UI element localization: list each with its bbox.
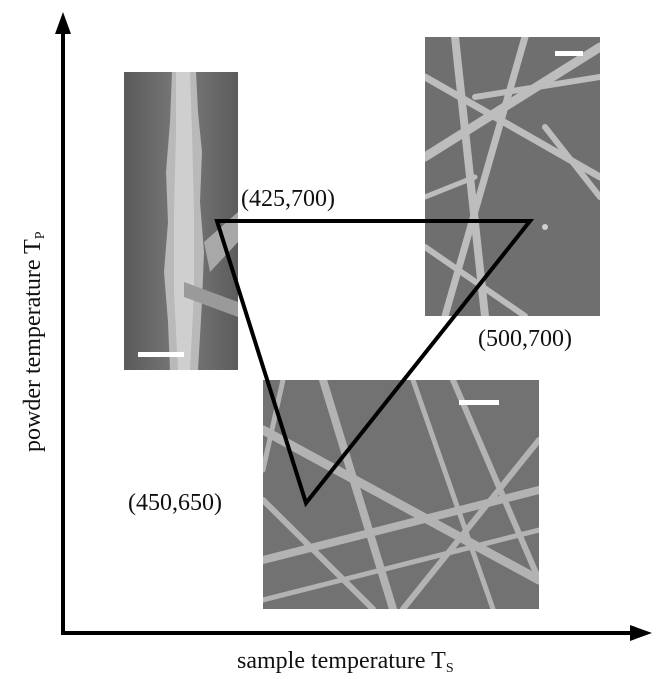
scale-bar-left xyxy=(138,352,184,357)
y-axis-label: powder temperature TP xyxy=(20,231,49,452)
sem-image-thin-nanowires xyxy=(263,380,539,609)
y-axis-label-text: powder temperature T xyxy=(20,239,46,452)
x-axis-label-text: sample temperature T xyxy=(237,648,446,674)
scale-bar-bottom xyxy=(459,400,499,405)
x-axis-label-subscript: S xyxy=(445,661,454,676)
x-axis-label: sample temperature TS xyxy=(237,648,454,677)
point-label-500-700: (500,700) xyxy=(478,326,572,352)
x-axis-arrowhead xyxy=(630,625,652,641)
point-label-450-650: (450,650) xyxy=(128,490,222,516)
sem-image-nanowire-network xyxy=(425,37,600,316)
y-axis-arrowhead xyxy=(55,12,71,34)
scale-bar-right xyxy=(555,51,583,56)
y-axis-label-subscript: P xyxy=(33,231,48,240)
point-label-425-700: (425,700) xyxy=(241,186,335,212)
sem-image-thick-nanowire xyxy=(124,72,238,370)
